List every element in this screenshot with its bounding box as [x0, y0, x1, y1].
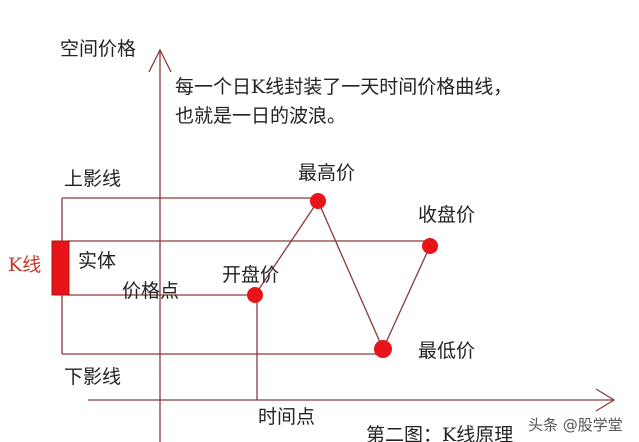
close-price-label: 收盘价 — [418, 204, 476, 226]
lower-shadow-label: 下影线 — [64, 366, 122, 388]
price-point-label: 价格点 — [122, 280, 180, 302]
caption: 第二图：K线原理 — [366, 424, 514, 442]
high-dot — [310, 193, 326, 209]
y-axis-arrow — [148, 48, 172, 73]
x-axis-arrow — [595, 388, 616, 412]
x-axis-label: 时间点 — [258, 406, 316, 428]
y-axis-label: 空间价格 — [60, 38, 137, 60]
open-price-label: 开盘价 — [222, 264, 280, 286]
description-line2: 也就是一日的波浪。 — [175, 105, 347, 127]
k-line-body — [51, 240, 70, 296]
description-line1: 每一个日K线封装了一天时间价格曲线， — [175, 76, 513, 98]
k-line-label: K线 — [8, 254, 42, 276]
low-dot — [374, 340, 392, 358]
price-curve — [254, 199, 431, 351]
high-price-label: 最高价 — [298, 162, 356, 184]
body-label: 实体 — [78, 250, 117, 272]
open-dot — [247, 287, 263, 303]
watermark: 头条 @股学堂 — [528, 416, 623, 434]
low-price-label: 最低价 — [418, 340, 476, 362]
close-dot — [422, 238, 438, 254]
upper-shadow-label: 上影线 — [64, 168, 122, 190]
